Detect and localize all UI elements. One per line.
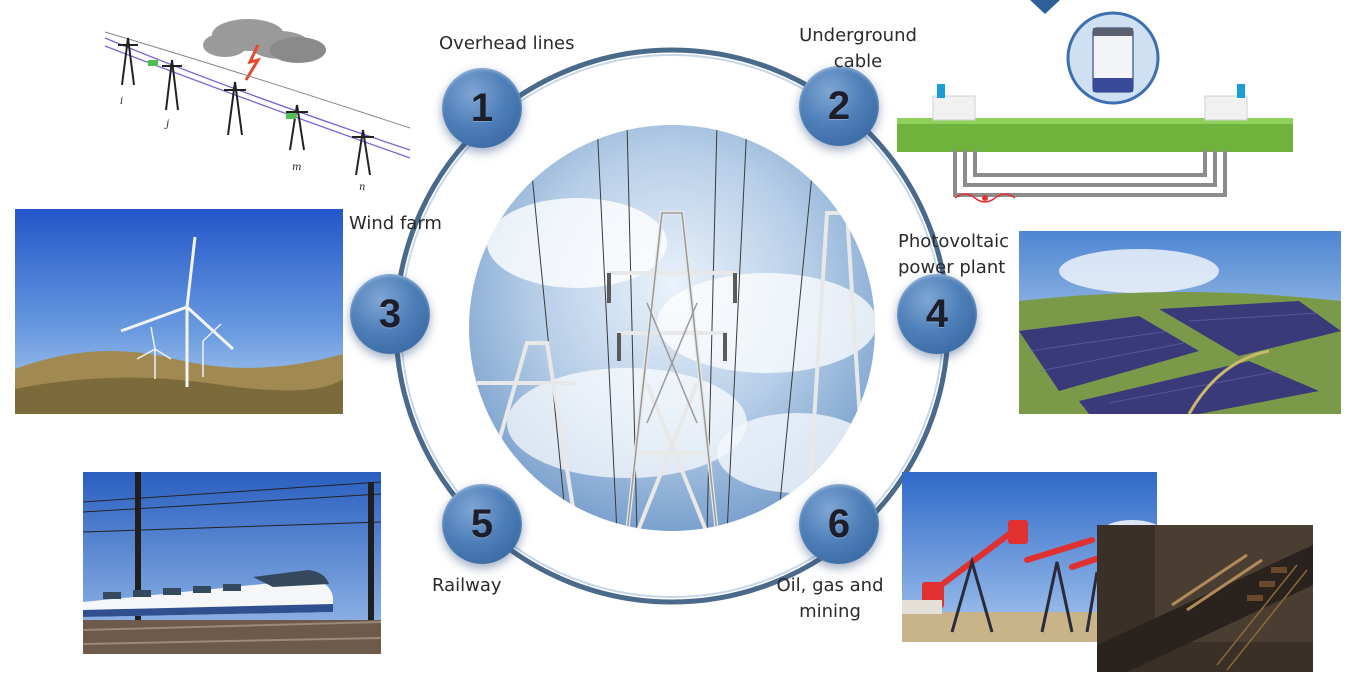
label-underground-cable: Underground cable [799,25,917,72]
tower-label-j: j [164,119,169,130]
node-3-wind-farm: 3 [350,274,430,354]
mining-photo [1097,525,1313,672]
node-2-underground-cable: 2 [799,66,879,146]
tower-label-i: i [120,96,123,107]
node-number: 4 [925,291,949,336]
node-5-railway: 5 [442,484,522,564]
overhead-lines-sketch: i j m n [104,19,411,193]
underground-cable-illustration [897,0,1293,203]
label-photovoltaic: Photovoltaic power plant [898,231,1009,278]
label-oil-gas-mining: Oil, gas and mining [776,575,884,622]
label-railway: Railway [432,575,502,596]
node-1-overhead-lines: 1 [442,68,522,148]
label-overhead-lines: Overhead lines [439,33,575,54]
node-number: 3 [378,291,402,336]
railway-photo [83,472,381,654]
wind-farm-photo [15,209,343,414]
node-number: 6 [827,501,851,546]
node-number: 5 [470,501,494,546]
tower-label-n: n [359,182,365,193]
center-tower-photo [469,125,875,531]
node-4-photovoltaic: 4 [897,274,977,354]
node-6-oil-gas-mining: 6 [799,484,879,564]
photovoltaic-plant-photo [1019,231,1341,414]
tower-label-m: m [292,162,301,173]
label-wind-farm: Wind farm [349,213,442,234]
node-number: 2 [827,83,851,128]
node-number: 1 [470,85,494,130]
